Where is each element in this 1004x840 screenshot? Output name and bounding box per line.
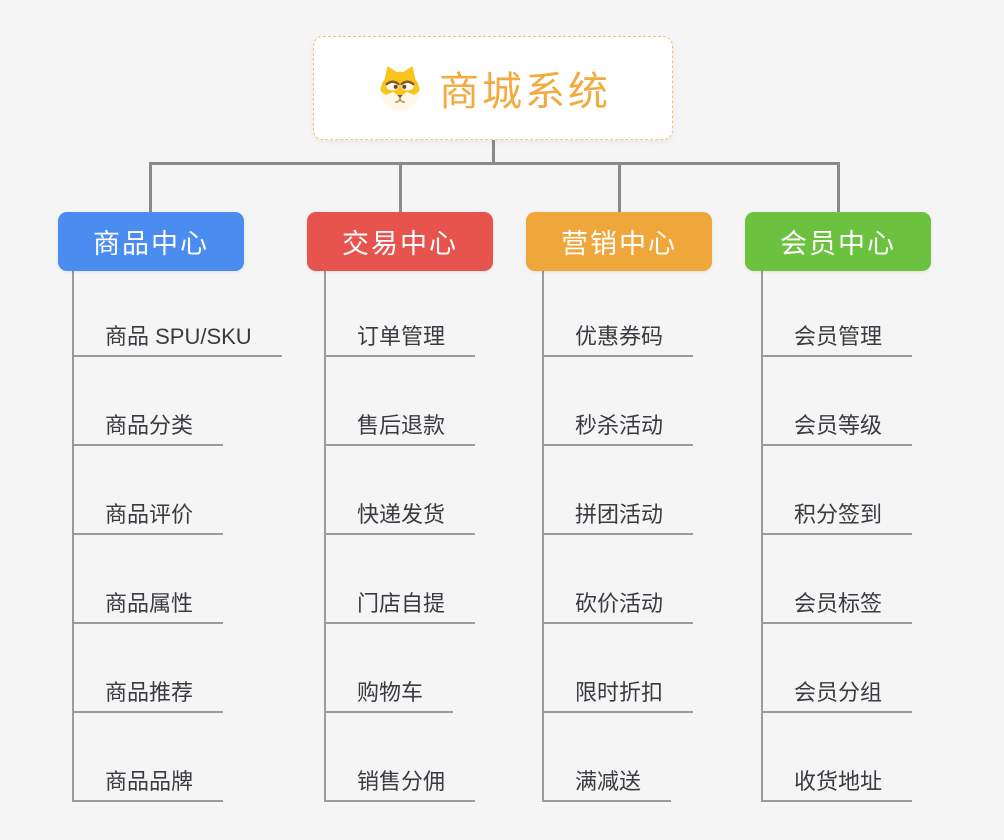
tree-item[interactable]: 销售分佣 <box>324 769 476 802</box>
tree-item[interactable]: 会员分组 <box>761 680 913 713</box>
shiba-dog-icon <box>380 66 420 111</box>
tree-item[interactable]: 门店自提 <box>324 591 476 624</box>
branch-label: 会员中心 <box>780 229 896 259</box>
tree-item[interactable]: 售后退款 <box>324 413 476 446</box>
root-title: 商城系统 <box>439 70 611 114</box>
tree-item[interactable]: 会员标签 <box>761 591 913 624</box>
connector-line <box>542 271 544 802</box>
connector-line <box>399 162 402 212</box>
connector-line <box>618 162 621 212</box>
tree-item[interactable]: 会员等级 <box>761 413 913 446</box>
connector-line <box>492 139 495 164</box>
tree-item[interactable]: 积分签到 <box>761 502 913 535</box>
tree-item[interactable]: 收货地址 <box>761 769 913 802</box>
tree-item[interactable]: 砍价活动 <box>542 591 694 624</box>
connector-line <box>761 271 763 802</box>
tree-item[interactable]: 商品推荐 <box>72 680 224 713</box>
tree-item[interactable]: 商品分类 <box>72 413 224 446</box>
tree-item[interactable]: 订单管理 <box>324 324 476 357</box>
branch-label: 营销中心 <box>561 229 677 259</box>
branch-node-product[interactable]: 商品中心 <box>58 212 244 271</box>
connector-line <box>72 271 74 802</box>
tree-item[interactable]: 满减送 <box>542 769 672 802</box>
tree-item[interactable]: 商品评价 <box>72 502 224 535</box>
tree-item[interactable]: 会员管理 <box>761 324 913 357</box>
tree-item[interactable]: 优惠券码 <box>542 324 694 357</box>
tree-item[interactable]: 商品属性 <box>72 591 224 624</box>
tree-item[interactable]: 拼团活动 <box>542 502 694 535</box>
branch-label: 商品中心 <box>93 229 209 259</box>
tree-item[interactable]: 秒杀活动 <box>542 413 694 446</box>
connector-line <box>150 162 840 165</box>
connector-line <box>149 162 152 212</box>
connector-line <box>837 162 840 212</box>
tree-item[interactable]: 购物车 <box>324 680 454 713</box>
branch-label: 交易中心 <box>342 229 458 259</box>
branch-node-trade[interactable]: 交易中心 <box>307 212 493 271</box>
root-node[interactable]: 商城系统 <box>313 36 673 140</box>
connector-line <box>324 271 326 802</box>
branch-node-member[interactable]: 会员中心 <box>745 212 931 271</box>
tree-item[interactable]: 商品品牌 <box>72 769 224 802</box>
tree-item[interactable]: 商品 SPU/SKU <box>72 324 282 357</box>
tree-item[interactable]: 快递发货 <box>324 502 476 535</box>
tree-item[interactable]: 限时折扣 <box>542 680 694 713</box>
branch-node-marketing[interactable]: 营销中心 <box>526 212 712 271</box>
